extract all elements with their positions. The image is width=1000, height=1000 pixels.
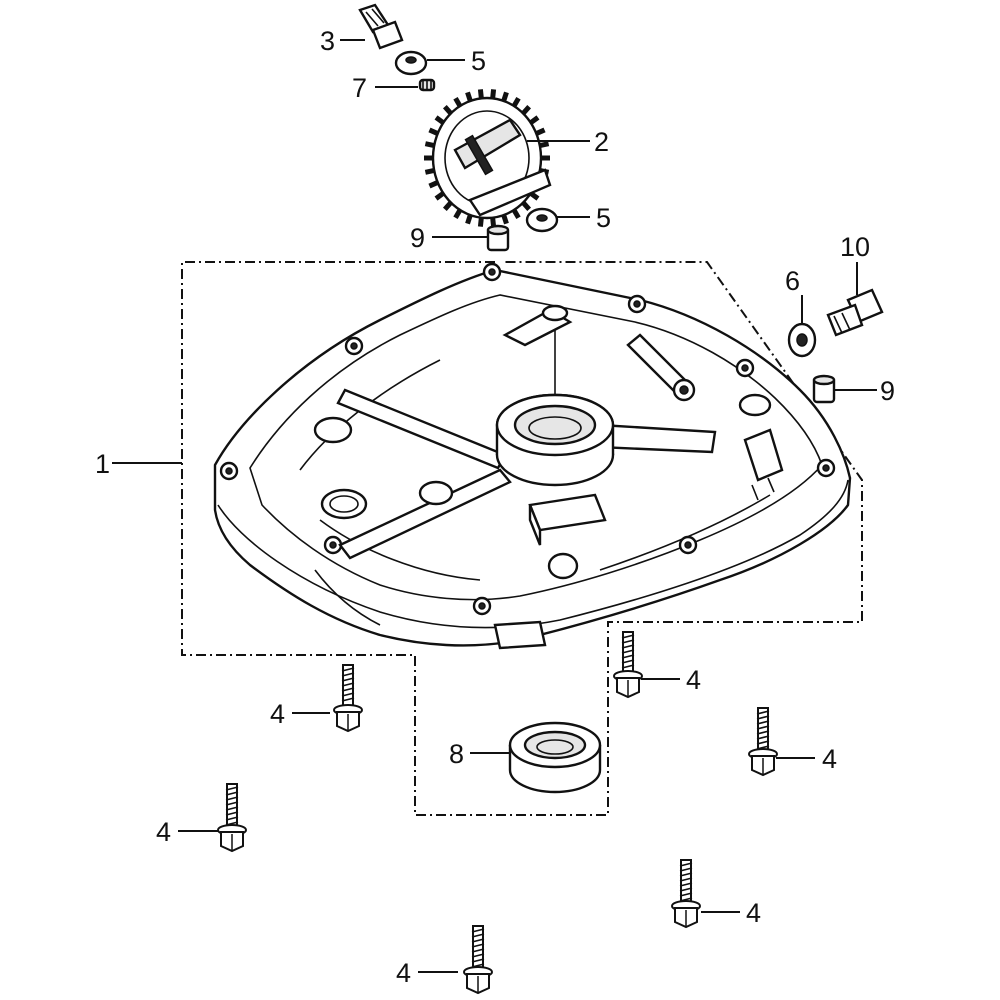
callout-9-right: 9: [880, 376, 895, 406]
flange-bolt-2: [613, 631, 643, 699]
pin: [418, 78, 436, 92]
callout-4-d: 4: [156, 817, 171, 847]
callout-5-lower: 5: [596, 203, 611, 233]
callout-3: 3: [320, 26, 335, 56]
callout-4-e: 4: [746, 898, 761, 928]
callout-4-c: 4: [822, 744, 837, 774]
flange-bolt-5: [671, 859, 701, 929]
flange-bolt-1: [333, 664, 363, 733]
flange-bolt-4: [217, 783, 247, 853]
callout-4-f: 4: [396, 958, 411, 988]
flange-bolt-small: [358, 3, 404, 50]
callout-4-a: 4: [270, 699, 285, 729]
governor-gear: [424, 89, 552, 227]
callout-6: 6: [785, 266, 800, 296]
leader-lines: [112, 39, 877, 973]
callout-labels: 1 2 3 5 7 5 9 10 6 9 8 4 4 4 4 4 4: [95, 26, 895, 988]
callout-5-upper: 5: [471, 46, 486, 76]
dowel-pin-right: [812, 374, 836, 404]
oil-seal: [508, 721, 602, 794]
oil-pan: [213, 262, 852, 650]
dowel-pin-top: [486, 224, 510, 252]
drain-bolt: [826, 288, 884, 337]
flange-bolts: [217, 631, 778, 995]
callout-8: 8: [449, 739, 464, 769]
oil-pan-group-outline: [181, 261, 863, 816]
washer-upper: [394, 50, 428, 76]
callout-4-b: 4: [686, 665, 701, 695]
callout-7: 7: [352, 73, 367, 103]
callout-2: 2: [594, 127, 609, 157]
flange-bolt-6: [463, 925, 493, 995]
drain-washer: [787, 322, 817, 358]
callout-10: 10: [840, 232, 870, 262]
washer-lower: [525, 207, 559, 233]
flange-bolt-3: [748, 707, 778, 777]
callout-1: 1: [95, 449, 110, 479]
callout-9-top: 9: [410, 223, 425, 253]
